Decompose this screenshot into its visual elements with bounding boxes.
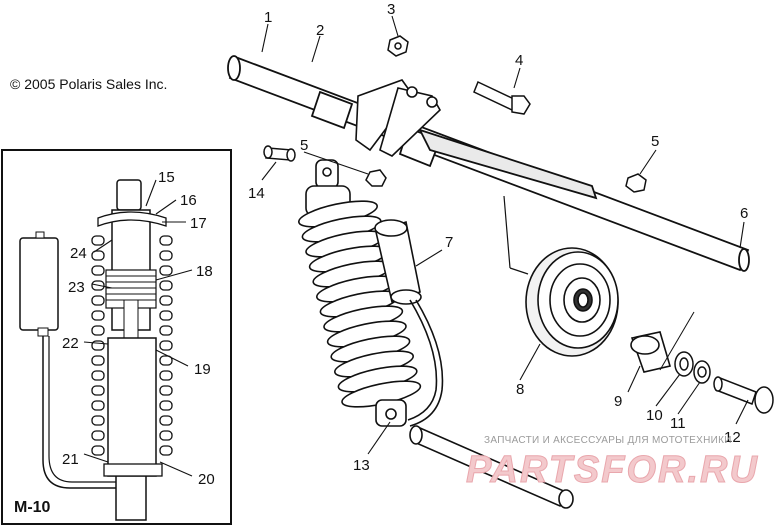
coil-turn xyxy=(91,325,105,336)
callout-5-left: 5 xyxy=(300,137,308,154)
spacer-part-9 xyxy=(630,331,672,373)
shock-assembly-13 xyxy=(298,159,422,427)
coil-turn xyxy=(159,265,173,276)
callout-12: 12 xyxy=(724,429,741,446)
callout-22: 22 xyxy=(62,335,79,352)
callout-14: 14 xyxy=(248,185,265,202)
shock-spring-coils xyxy=(298,200,422,408)
bolt-part-12 xyxy=(713,376,774,414)
coil-turn xyxy=(91,295,105,306)
watermark: PARTSFOR.RU ЗАПЧАСТИ И АКСЕССУАРЫ ДЛЯ МО… xyxy=(466,435,759,492)
callout-15: 15 xyxy=(158,169,175,186)
leader-lines xyxy=(83,15,749,477)
callout-1: 1 xyxy=(264,9,272,26)
coil-turn xyxy=(91,250,105,261)
shock-cutaway-inset xyxy=(1,149,232,525)
coil-turn xyxy=(91,370,105,381)
lower-mount-rod xyxy=(409,425,574,509)
washer-part-10 xyxy=(674,351,694,377)
callout-labels: 1 2 3 4 5 5 6 7 8 9 10 11 12 13 14 15 16… xyxy=(14,1,748,516)
inset-reservoir xyxy=(19,237,59,331)
coil-turn xyxy=(159,280,173,291)
callout-11: 11 xyxy=(670,415,686,432)
callout-23: 23 xyxy=(68,279,85,296)
callout-17: 17 xyxy=(190,215,207,232)
callout-8: 8 xyxy=(516,381,524,398)
watermark-caption: ЗАПЧАСТИ И АКСЕССУАРЫ ДЛЯ МОТОТЕХНИКИ xyxy=(484,435,732,446)
coil-turn xyxy=(91,310,105,321)
coil-turn xyxy=(159,415,173,426)
nut-part-5-right xyxy=(625,173,647,193)
coil-turn xyxy=(159,355,173,366)
coil-turn xyxy=(159,340,173,351)
coil-turn xyxy=(91,430,105,441)
nut-part-3 xyxy=(387,35,409,57)
callout-20: 20 xyxy=(198,471,215,488)
callout-5-right: 5 xyxy=(651,133,659,150)
callout-9: 9 xyxy=(614,393,622,410)
coil-turn xyxy=(91,400,105,411)
shock-mount-bracket xyxy=(355,79,442,157)
inset-spring-coils xyxy=(91,235,173,456)
coil-turn xyxy=(159,430,173,441)
callout-18: 18 xyxy=(196,263,213,280)
reservoir-part-7 xyxy=(374,219,444,427)
coil-turn xyxy=(159,250,173,261)
watermark-brand: PARTSFOR.RU xyxy=(466,449,759,491)
callout-21: 21 xyxy=(62,451,79,468)
pin-part-14 xyxy=(263,145,296,162)
coil-turn xyxy=(91,235,105,246)
coil-turn xyxy=(91,355,105,366)
washer-part-11 xyxy=(693,360,711,384)
coil-turn xyxy=(159,235,173,246)
coil-turn xyxy=(159,310,173,321)
callout-10: 10 xyxy=(646,407,663,424)
coil-turn xyxy=(91,415,105,426)
nut-part-5-left xyxy=(365,169,387,187)
coil-turn xyxy=(159,445,173,456)
coil-turn xyxy=(91,265,105,276)
callout-7: 7 xyxy=(445,234,453,251)
callout-3: 3 xyxy=(387,1,395,18)
inset-top-eyelet xyxy=(116,179,142,211)
coil-turn xyxy=(159,400,173,411)
inset-model-label: M-10 xyxy=(14,499,51,516)
coil-turn xyxy=(91,385,105,396)
callout-19: 19 xyxy=(194,361,211,378)
callout-24: 24 xyxy=(70,245,87,262)
callout-2: 2 xyxy=(316,22,324,39)
coil-turn xyxy=(159,325,173,336)
callout-13: 13 xyxy=(353,457,370,474)
coil-turn xyxy=(91,445,105,456)
coil-turn xyxy=(159,370,173,381)
callout-6: 6 xyxy=(740,205,748,222)
idler-wheel-part-8 xyxy=(525,247,619,357)
coil-turn xyxy=(159,385,173,396)
bolt-part-4 xyxy=(473,80,531,115)
callout-16: 16 xyxy=(180,192,197,209)
callout-4: 4 xyxy=(515,52,523,69)
copyright-text: © 2005 Polaris Sales Inc. xyxy=(10,76,167,92)
coil-turn xyxy=(159,295,173,306)
